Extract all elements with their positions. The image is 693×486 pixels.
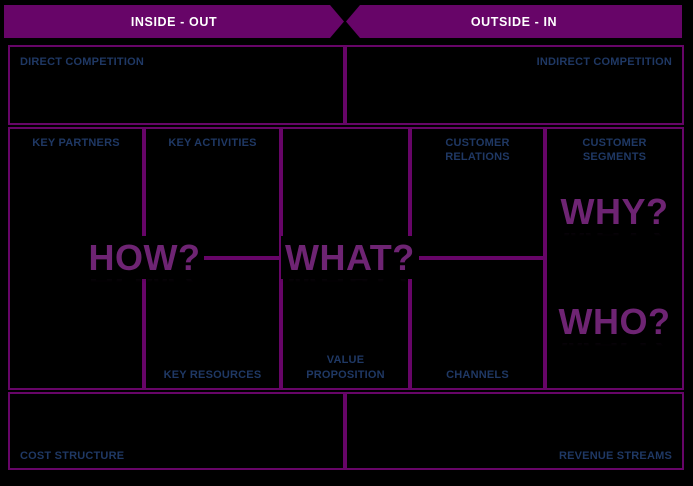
cell-cost-structure: COST STRUCTURE — [8, 392, 345, 470]
label-revenue-streams: REVENUE STREAMS — [558, 449, 672, 462]
banner-inside-out-label: INSIDE - OUT — [130, 14, 218, 29]
question-why-text: WHY? — [556, 190, 673, 233]
question-how: HOW? — [8, 236, 281, 279]
question-what-text: WHAT? — [281, 236, 419, 279]
label-key-resources: KEY RESOURCES — [163, 368, 262, 381]
question-what: WHAT? — [281, 236, 419, 279]
label-key-activities: KEY ACTIVITIES — [168, 137, 257, 149]
cell-channels: CHANNELS — [410, 258, 545, 390]
cell-revenue-streams: REVENUE STREAMS — [345, 392, 684, 470]
banner-outside-in: OUTSIDE - IN — [346, 5, 682, 38]
banner-outside-in-label: OUTSIDE - IN — [470, 14, 558, 29]
cell-key-resources: KEY RESOURCES — [144, 258, 281, 390]
label-customer-relations: CUSTOMER RELATIONS — [445, 137, 510, 164]
cell-direct-competition: DIRECT COMPETITION — [8, 45, 345, 125]
cell-customer-segments: CUSTOMER SEGMENTS — [545, 127, 684, 390]
label-customer-segments: CUSTOMER SEGMENTS — [582, 137, 647, 164]
question-who: WHO? — [545, 300, 684, 343]
banner-inside-out: INSIDE - OUT — [4, 5, 344, 38]
label-indirect-competition: INDIRECT COMPETITION — [536, 56, 672, 68]
label-value-proposition: VALUE PROPOSITION — [306, 354, 385, 381]
question-how-text: HOW? — [84, 236, 205, 279]
cell-customer-relations: CUSTOMER RELATIONS — [410, 127, 545, 258]
question-who-text: WHO? — [554, 300, 675, 343]
label-cost-structure: COST STRUCTURE — [20, 449, 125, 462]
label-key-partners: KEY PARTNERS — [32, 137, 120, 149]
label-direct-competition: DIRECT COMPETITION — [20, 56, 144, 68]
label-channels: CHANNELS — [446, 368, 509, 381]
cell-indirect-competition: INDIRECT COMPETITION — [345, 45, 684, 125]
question-why: WHY? — [545, 190, 684, 233]
